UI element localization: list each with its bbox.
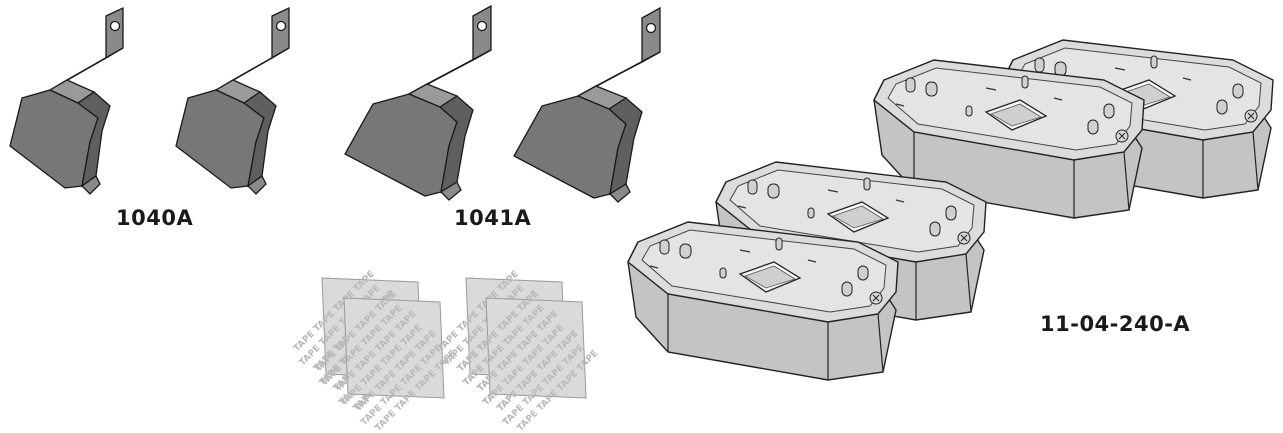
- bracket-1040a-right: [175, 7, 290, 195]
- part-label-1041a: 1041A: [454, 206, 532, 230]
- part-label-1040a: 1040A: [116, 206, 194, 230]
- bracket-1041a-right: [513, 7, 661, 203]
- base-front-left: [627, 221, 899, 381]
- bracket-1041a-left: [344, 5, 492, 201]
- bracket-1040a-left: [9, 7, 124, 195]
- part-label-base-set: 11-04-240-A: [1040, 312, 1191, 336]
